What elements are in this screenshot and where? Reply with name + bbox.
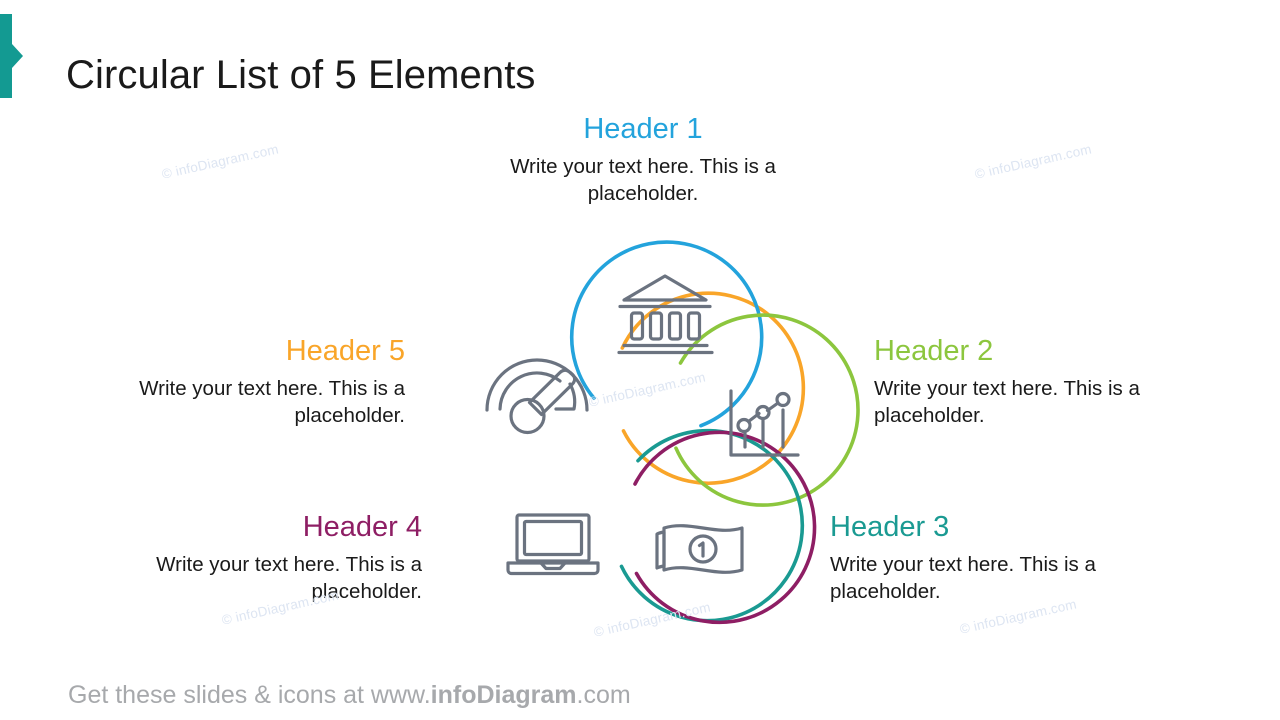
item-body-3: Write your text here. This is a placehol…	[830, 552, 1096, 604]
item-text-block-1: Header 1 Write your text here. This is a…	[465, 113, 821, 208]
item-text-block-2: Header 2 Write your text here. This is a…	[874, 335, 1204, 430]
item-header-4: Header 4	[302, 511, 422, 543]
item-body-1: Write your text here. This is a placehol…	[510, 154, 776, 206]
footer-brand: infoDiagram	[430, 681, 577, 709]
bank-icon	[617, 274, 714, 355]
item-text-block-3: Header 3 Write your text here. This is a…	[830, 511, 1160, 606]
item-header-5: Header 5	[285, 335, 405, 367]
footer-prefix: Get these slides & icons at www.	[68, 681, 431, 709]
title-accent-bar	[0, 14, 12, 98]
circle-arc-3[interactable]	[619, 428, 805, 623]
watermark: © infoDiagram.com	[592, 599, 712, 640]
title-accent-pointer	[12, 44, 23, 68]
item-body-4: Write your text here. This is a placehol…	[156, 552, 422, 604]
circle-arc-2[interactable]	[674, 313, 860, 507]
item-text-block-4: Header 4 Write your text here. This is a…	[100, 511, 422, 606]
footer-credit: Get these slides & icons at www.infoDiag…	[68, 681, 631, 710]
page-title: Circular List of 5 Elements	[66, 52, 536, 97]
watermark: © infoDiagram.com	[973, 141, 1093, 182]
banknote-icon	[655, 524, 744, 574]
item-text-block-5: Header 5 Write your text here. This is a…	[85, 335, 405, 430]
watermark: © infoDiagram.com	[160, 141, 280, 182]
line-chart-icon	[729, 389, 800, 457]
watermark: © infoDiagram.com	[587, 369, 707, 410]
item-body-2: Write your text here. This is a placehol…	[874, 376, 1140, 428]
item-header-1: Header 1	[583, 113, 703, 145]
item-header-3: Header 3	[830, 511, 950, 543]
laptop-icon	[506, 513, 600, 576]
circle-arc-4[interactable]	[633, 430, 817, 625]
item-body-5: Write your text here. This is a placehol…	[139, 376, 405, 428]
gauge-icon	[485, 358, 589, 435]
item-header-2: Header 2	[874, 335, 994, 367]
footer-suffix: .com	[576, 681, 631, 709]
